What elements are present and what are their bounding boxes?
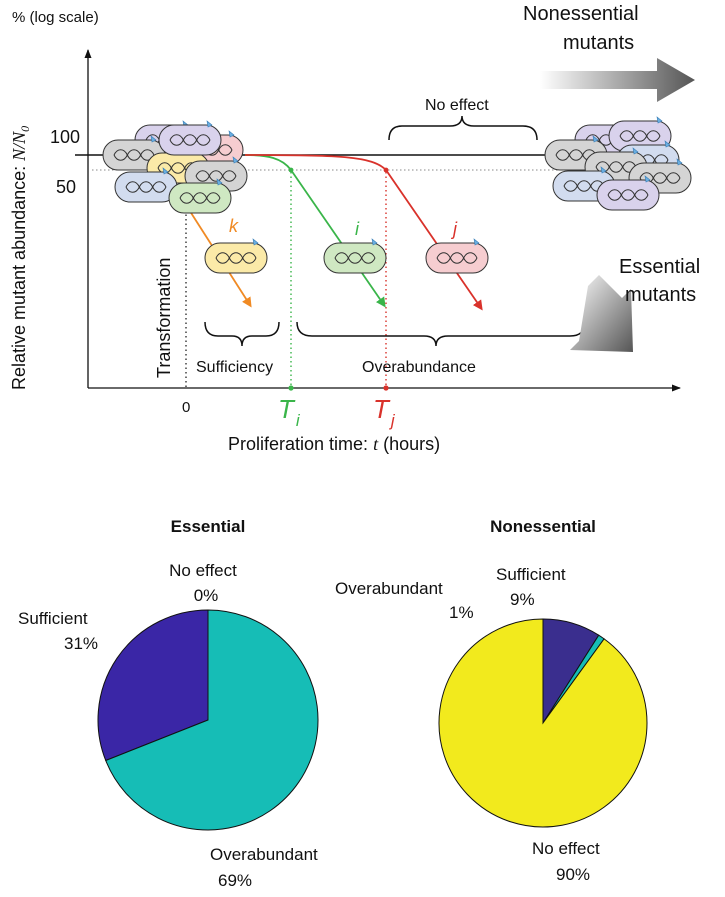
y-axis-label: Relative mutant abundance: N/N0 bbox=[9, 126, 32, 390]
no-effect-label: No effect bbox=[425, 97, 489, 114]
essential-label-line1: Essential bbox=[619, 256, 700, 278]
tick-label-100: 100 bbox=[50, 127, 80, 147]
pie-slice-nonessential-no-effect bbox=[438, 618, 648, 828]
pie-slice-essential-sufficient bbox=[97, 609, 209, 762]
label-i: i bbox=[355, 219, 360, 239]
pie-essential-value-sufficient: 31% bbox=[64, 634, 98, 653]
mutant-cell-j bbox=[425, 238, 489, 274]
pie-title-nonessential: Nonessential bbox=[490, 517, 596, 536]
overabundance-label: Overabundance bbox=[362, 359, 476, 376]
nonessential-arrow bbox=[540, 58, 695, 102]
x-tick-label-0: 0 bbox=[182, 399, 190, 416]
curve-j bbox=[244, 154, 483, 311]
nonessential-label-line1: Nonessential bbox=[523, 3, 639, 25]
ti-marker bbox=[288, 385, 294, 391]
curve-i bbox=[244, 154, 386, 308]
essential-arrow bbox=[570, 275, 633, 352]
essential-label-line2: mutants bbox=[625, 284, 696, 306]
y-axis-symbol: N/N bbox=[9, 131, 29, 162]
mutant-cell-k bbox=[204, 238, 268, 274]
overabundance-brace bbox=[296, 321, 586, 347]
mutant-cell-i bbox=[323, 238, 387, 274]
pie-nonessential-label-sufficient: Sufficient bbox=[496, 565, 566, 584]
label-j: j bbox=[450, 219, 458, 239]
pie-essential-value-no-effect: 0% bbox=[194, 586, 219, 605]
pie-chart-essential: Essential No effect 0% Sufficient 31% Ov… bbox=[18, 517, 319, 890]
pie-nonessential-value-no-effect: 90% bbox=[556, 865, 590, 884]
pie-essential-label-sufficient: Sufficient bbox=[18, 609, 88, 628]
pie-chart-nonessential: Nonessential Sufficient 9% Overabundant … bbox=[335, 517, 648, 884]
pie-essential-value-overabundant: 69% bbox=[218, 871, 252, 890]
pie-title-essential: Essential bbox=[171, 517, 246, 536]
left-cluster-cell-8 bbox=[158, 120, 222, 156]
pie-nonessential-value-sufficient: 9% bbox=[510, 590, 535, 609]
left-cluster-cell-7 bbox=[168, 178, 232, 214]
sufficiency-label: Sufficiency bbox=[196, 359, 273, 376]
nonessential-label-line2: mutants bbox=[563, 32, 634, 54]
label-k: k bbox=[229, 216, 239, 236]
no-effect-brace bbox=[388, 115, 538, 141]
pie-nonessential-label-no-effect: No effect bbox=[532, 839, 600, 858]
pie-nonessential-value-overabundant: 1% bbox=[449, 603, 474, 622]
right-cluster-cell-8 bbox=[596, 175, 660, 211]
pie-nonessential-label-overabundant: Overabundant bbox=[335, 579, 443, 598]
tick-label-50: 50 bbox=[56, 177, 76, 197]
pie-essential-label-overabundant: Overabundant bbox=[210, 845, 318, 864]
y-axis-top-label: % (log scale) bbox=[12, 9, 99, 26]
abundance-diagram: % (log scale) Relative mutant abundance:… bbox=[9, 3, 700, 454]
left-cluster-cell-6 bbox=[114, 167, 178, 203]
pie-slice-essential-overabundant bbox=[105, 609, 319, 831]
pie-essential-label-no-effect: No effect bbox=[169, 561, 237, 580]
sufficiency-brace bbox=[204, 321, 280, 347]
transformation-label: Transformation bbox=[154, 258, 174, 378]
tj-marker bbox=[383, 385, 389, 391]
cell-illustrations bbox=[102, 116, 692, 274]
x-axis-label: Proliferation time: t (hours) bbox=[228, 434, 440, 454]
